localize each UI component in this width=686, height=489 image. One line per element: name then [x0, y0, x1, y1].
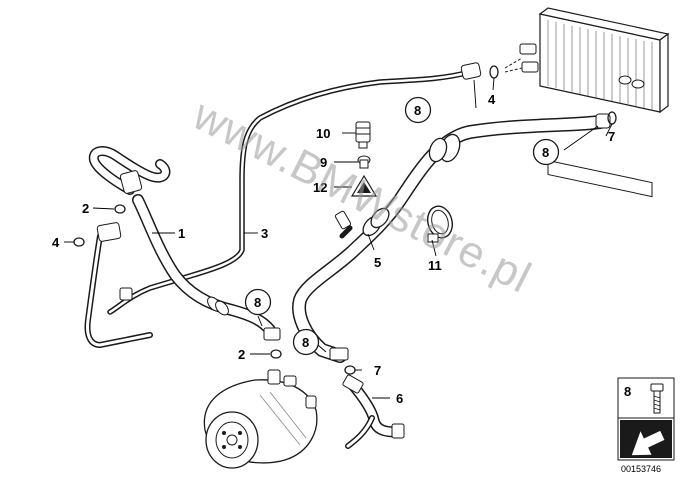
warning-label-12	[350, 174, 378, 197]
pipe-3	[107, 62, 499, 315]
callout-circles	[244, 96, 560, 356]
callout-7-upper: 7	[608, 129, 615, 144]
callout-8-top: 8	[414, 103, 421, 118]
callout-3: 3	[261, 226, 268, 241]
callout-8-lower: 8	[302, 335, 309, 350]
callout-1: 1	[178, 226, 185, 241]
callout-12: 12	[313, 180, 327, 195]
callout-10: 10	[316, 126, 330, 141]
pipe-6	[342, 365, 405, 449]
pipe-1	[88, 146, 281, 341]
callout-2-upper: 2	[82, 201, 89, 216]
callout-5: 5	[374, 255, 381, 270]
pipe-left	[84, 222, 153, 348]
arrow-icon	[620, 420, 672, 458]
callout-4-left: 4	[52, 235, 60, 250]
evaporator	[504, 7, 670, 198]
compressor	[203, 369, 318, 469]
legend-number: 8	[624, 384, 631, 399]
pressure-switch-10	[355, 121, 371, 149]
callout-8-right: 8	[542, 145, 549, 160]
diagram-id: 00153746	[621, 464, 661, 474]
leader-lines	[64, 77, 613, 399]
callout-7-lower: 7	[374, 363, 381, 378]
valve-9	[357, 155, 371, 169]
clamp-11	[426, 205, 454, 243]
bolt-icon	[650, 383, 664, 414]
pipe-5	[292, 111, 617, 363]
callout-numbers: 1 2 2 3 4 4 5 6 7 7 8 8 8 8 9 10 11 12	[52, 92, 615, 406]
callout-8-middle: 8	[254, 295, 261, 310]
callout-9: 9	[320, 155, 327, 170]
callout-6: 6	[396, 391, 403, 406]
callout-11: 11	[428, 258, 442, 273]
callout-4-right: 4	[488, 92, 496, 107]
legend-box: 8	[617, 377, 675, 461]
callout-2-lower: 2	[238, 347, 245, 362]
